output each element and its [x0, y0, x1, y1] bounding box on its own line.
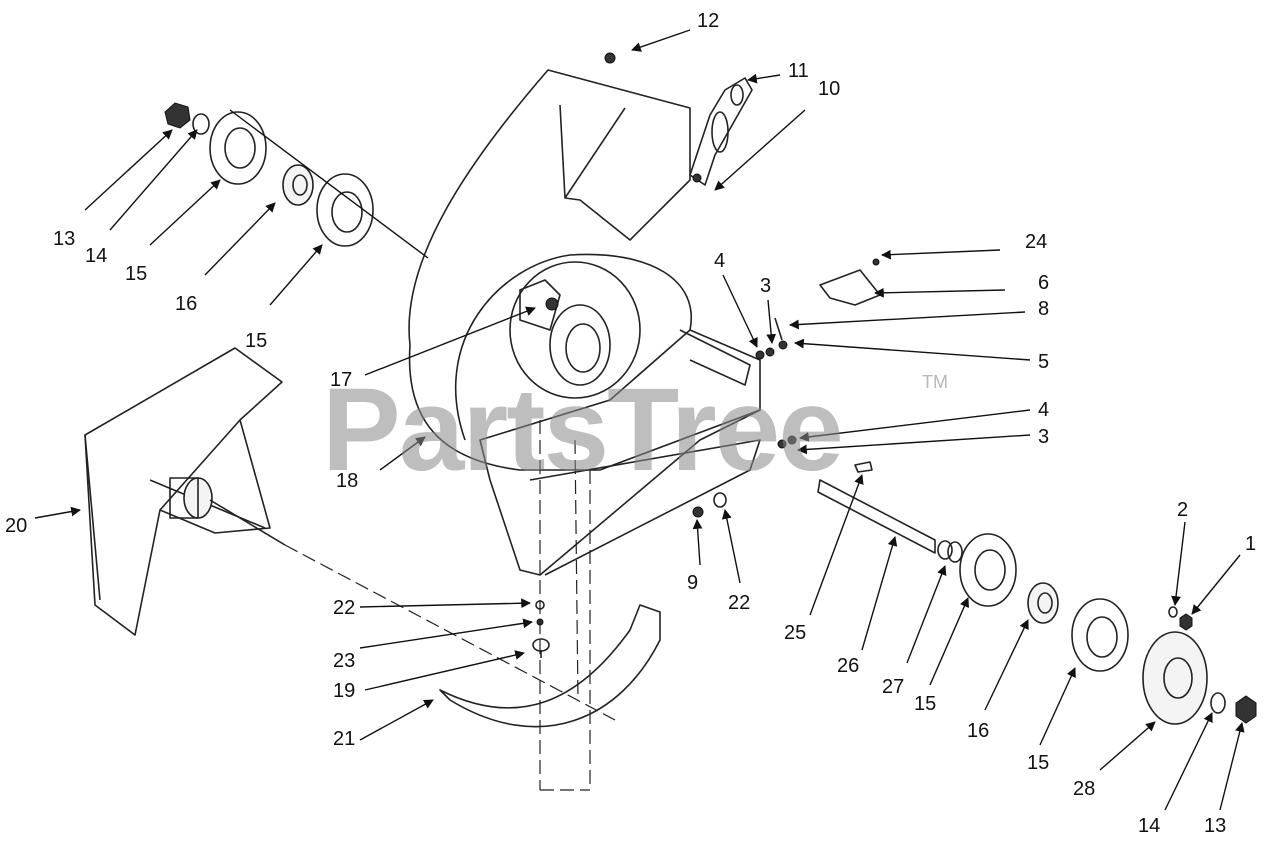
callout-27: 27: [882, 676, 904, 698]
callout-1: 1: [1245, 533, 1256, 555]
right-bearing-assembly: [947, 533, 1257, 725]
callout-13-right: 13: [1204, 815, 1226, 837]
callout-11: 11: [788, 60, 809, 82]
blower-housing: [408, 69, 693, 471]
callout-10: 10: [818, 78, 840, 100]
callout-16-right: 16: [967, 720, 989, 742]
left-bearing-assembly: [164, 102, 429, 259]
callout-9: 9: [687, 572, 698, 594]
leader-lines: [34, 29, 1245, 811]
callout-13-left: 13: [53, 228, 75, 250]
callout-6: 6: [1038, 272, 1049, 294]
callout-15-left-b: 15: [245, 330, 267, 352]
callout-15-left-a: 15: [125, 263, 147, 285]
callout-24: 24: [1025, 231, 1047, 253]
callout-16-left: 16: [175, 293, 197, 315]
callout-19: 19: [333, 680, 355, 702]
callout-26: 26: [837, 655, 859, 677]
callout-15-right-b: 15: [1027, 752, 1049, 774]
callout-12: 12: [697, 10, 719, 32]
callout-2: 2: [1177, 499, 1188, 521]
deflector-bracket: [755, 258, 881, 449]
callout-8: 8: [1038, 298, 1049, 320]
callout-5: 5: [1038, 351, 1049, 373]
impeller: [84, 347, 286, 636]
assembly-centerlines: [284, 420, 616, 791]
callout-25: 25: [784, 622, 806, 644]
callout-21: 21: [333, 728, 355, 750]
callout-28: 28: [1073, 778, 1095, 800]
callout-14-left: 14: [85, 245, 107, 267]
callout-4-upper: 4: [714, 250, 725, 272]
housing-frame: [479, 329, 761, 576]
callout-3-lower: 3: [1038, 426, 1049, 448]
callout-20: 20: [5, 515, 27, 537]
scraper-bar: [439, 600, 661, 728]
impeller-shaft: [692, 461, 953, 560]
callout-14-right: 14: [1138, 815, 1160, 837]
callout-15-right-a: 15: [914, 693, 936, 715]
callout-23: 23: [333, 650, 355, 672]
callout-4-lower: 4: [1038, 399, 1049, 421]
chute-handle: [604, 52, 753, 186]
callout-17: 17: [330, 369, 352, 391]
watermark: PartsTree: [322, 364, 842, 496]
callout-22-right: 22: [728, 592, 750, 614]
callout-22-left: 22: [333, 597, 355, 619]
callout-18: 18: [336, 470, 358, 492]
callout-labels: 12 11 10 13 14 15 16 15 24 6 4 3 8 5 17 …: [5, 10, 1256, 837]
callout-3-upper: 3: [760, 275, 771, 297]
trademark-mark: TM: [922, 372, 948, 392]
